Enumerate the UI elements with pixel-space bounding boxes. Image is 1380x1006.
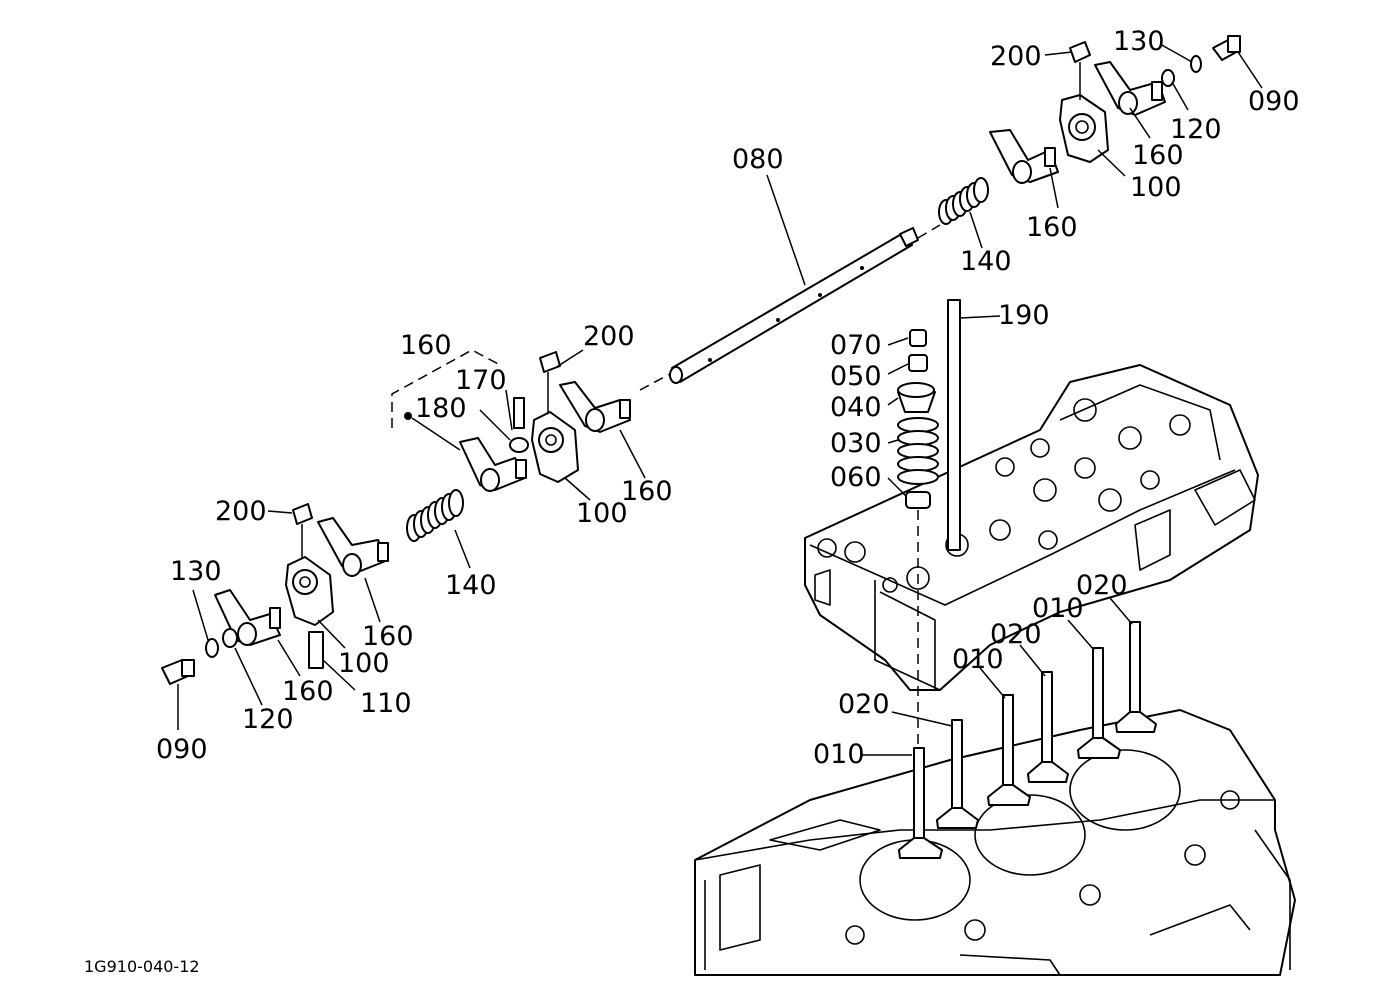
label-130-left: 130	[170, 556, 222, 587]
label-130-right: 130	[1113, 26, 1165, 57]
label-010-b: 010	[952, 644, 1004, 675]
valve-010-c	[1077, 647, 1121, 759]
label-170: 170	[455, 365, 507, 396]
label-100-mid: 100	[576, 498, 628, 529]
label-200-mid: 200	[583, 321, 635, 352]
label-070: 070	[830, 330, 882, 361]
valve-010-b	[987, 694, 1031, 806]
label-020-a: 020	[838, 689, 890, 720]
label-020-c: 020	[1076, 570, 1128, 601]
label-090-right: 090	[1248, 86, 1300, 117]
valve-020-b	[1027, 671, 1069, 783]
label-030: 030	[830, 428, 882, 459]
label-100-left: 100	[338, 648, 390, 679]
upper-right-assembly	[938, 35, 1241, 225]
valve-020-a	[936, 719, 979, 829]
valve-020-c	[1115, 621, 1157, 733]
label-010-a: 010	[813, 739, 865, 770]
label-200-left: 200	[215, 496, 267, 527]
label-160-left: 160	[362, 621, 414, 652]
label-060: 060	[830, 462, 882, 493]
label-160-mid: 160	[621, 476, 673, 507]
cylinder-block	[694, 709, 1296, 976]
spring-140-left	[406, 489, 464, 542]
label-010-c: 010	[1032, 593, 1084, 624]
label-190: 190	[998, 300, 1050, 331]
leader-lines	[177, 43, 1263, 756]
label-160-right: 160	[1026, 212, 1078, 243]
label-140-right: 140	[960, 246, 1012, 277]
label-160-bottom: 160	[282, 676, 334, 707]
valve-train	[897, 299, 961, 745]
label-200-top: 200	[990, 41, 1042, 72]
label-140-left: 140	[445, 570, 497, 601]
valves	[898, 621, 1157, 859]
label-090-left: 090	[156, 734, 208, 765]
label-110: 110	[360, 688, 412, 719]
drawing-code: 1G910-040-12	[84, 957, 200, 976]
label-040: 040	[830, 392, 882, 423]
label-160-top: 160	[1132, 140, 1184, 171]
left-assembly	[161, 349, 631, 685]
label-020-b: 020	[990, 619, 1042, 650]
label-100-top: 100	[1130, 172, 1182, 203]
label-180: 180	[415, 393, 467, 424]
label-120-left: 120	[242, 704, 294, 735]
valve-010-a	[898, 747, 943, 859]
part-labels: 080 200 130 090 120 160 100 160 140 190 …	[156, 26, 1300, 770]
label-160-group: 160	[400, 330, 452, 361]
label-050: 050	[830, 361, 882, 392]
label-080: 080	[732, 144, 784, 175]
label-120-right: 120	[1170, 114, 1222, 145]
rocker-shaft	[639, 224, 941, 391]
spring-140-right	[938, 177, 989, 225]
